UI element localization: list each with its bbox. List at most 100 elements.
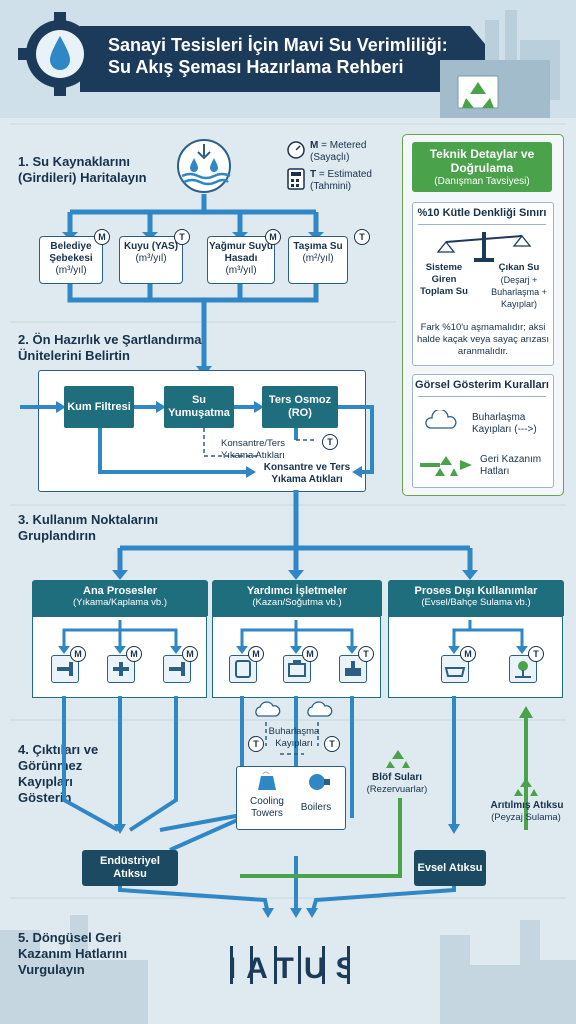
source-name: Kuyu (YAS): [123, 241, 179, 252]
source-flow-lines: [62, 194, 324, 376]
use-branch-lines: [58, 620, 528, 654]
badge-estimated: T: [324, 736, 340, 752]
machine-icon: [283, 655, 311, 683]
badge-metered: M: [248, 646, 264, 662]
badge-estimated: T: [174, 229, 190, 245]
distribution-lines: [112, 490, 478, 580]
title-line-1: Sanayi Tesisleri İçin Mavi Su Verimliliğ…: [108, 35, 448, 55]
cooling-tower-icon: [258, 771, 276, 790]
badge-metered: M: [126, 646, 142, 662]
treated-wastewater-sub: (Peyzaj Sulama): [491, 812, 561, 823]
use-title: Yardımcı İşletmeler: [246, 585, 348, 597]
natus-logo: NATUS: [214, 942, 356, 988]
legend-m-key: M: [310, 140, 319, 151]
source-name: Belediye Şebekesi: [49, 241, 93, 264]
blowdown-label: Blöf Suları: [371, 772, 422, 783]
use-group-header-aux: Yardımcı İşletmeler (Kazan/Soğutma vb.): [212, 580, 382, 616]
visual-rules-card: [412, 374, 554, 488]
mass-balance-card: [412, 202, 554, 366]
source-trucked[interactable]: Taşıma Su (m²/yıl): [288, 236, 348, 284]
legend-t-sub: (Tahmini): [310, 181, 352, 192]
recycle-icon: [514, 778, 538, 796]
calculator-icon: [287, 168, 305, 190]
recycle-icon: [386, 750, 410, 768]
source-rainwater[interactable]: Yağmur Suyu Hasadı (m³/yıl): [207, 236, 275, 284]
page-title: Sanayi Tesisleri İçin Mavi Su Verimliliğ…: [108, 34, 458, 78]
recovery-line-icon: [420, 456, 472, 476]
source-name: Yağmur Suyu Hasadı: [209, 241, 273, 264]
source-unit: (m³/yıl): [135, 253, 167, 264]
recycle-icon: [462, 82, 494, 108]
source-unit: (m²/yıl): [302, 253, 334, 264]
source-unit: (m³/yıl): [225, 265, 257, 276]
softener-box[interactable]: Su Yumuşatma: [164, 386, 234, 428]
badge-estimated: T: [528, 646, 544, 662]
panel-subtitle: (Danışman Tavsiyesi): [434, 176, 530, 187]
gear-droplet-icon: [18, 12, 102, 96]
legend-m-text: = Metered: [318, 140, 367, 151]
use-title: Proses Dışı Kullanımlar: [414, 585, 538, 597]
recovery-rule-label: Geri Kazanım Hatları: [480, 454, 542, 477]
reverse-osmosis-box[interactable]: Ters Osmoz (RO): [262, 386, 338, 428]
water-intake-icon: [177, 139, 231, 193]
visual-rules-title: Görsel Gösterim Kuralları: [415, 379, 549, 391]
inflow-label: Sisteme Giren Toplam Su: [420, 262, 468, 297]
cooling-boiler-box: [236, 766, 346, 830]
cloud-icon: [307, 701, 333, 717]
logo-text: NATUS: [230, 952, 350, 985]
legend-m-sub: (Sayaçlı): [310, 152, 350, 163]
badge-estimated: T: [358, 646, 374, 662]
legend-t-text: = Estimated: [316, 169, 372, 180]
domestic-wastewater-box[interactable]: Evsel Atıksu: [414, 850, 486, 886]
sand-filter-box[interactable]: Kum Filtresi: [64, 386, 134, 428]
mass-balance-title: %10 Kütle Denkliği Sınırı: [417, 207, 547, 219]
use-subtitle: (Kazan/Soğutma vb.): [252, 597, 342, 608]
use-title: Ana Prosesler: [83, 585, 157, 597]
evap-rule-label: Buharlaşma Kayıpları (--->): [472, 412, 537, 435]
scale-icon: [436, 232, 532, 262]
step-4-label: 4. Çıktıları ve Görünmez Kayıpları Göste…: [18, 742, 99, 805]
mass-balance-note: Fark %10'u aşmamalıdır; aksi halde kaçak…: [416, 322, 549, 357]
badge-metered: M: [460, 646, 476, 662]
tank-icon: [229, 655, 257, 683]
step-1-label: 1. Su Kaynaklarını (Girdileri) Haritalay…: [18, 154, 147, 185]
badge-metered: M: [182, 646, 198, 662]
industrial-wastewater-box[interactable]: Endüstriyel Atıksu: [82, 850, 178, 886]
badge-estimated: T: [354, 229, 370, 245]
step-2-label: 2. Ön Hazırlık ve Şartlandırma Üniteleri…: [18, 332, 202, 363]
treated-wastewater-label: Arıtılmış Atıksu: [490, 800, 564, 811]
legend-metered: M = Metered (Sayaçlı): [310, 140, 366, 164]
badge-metered: M: [70, 646, 86, 662]
badge-metered: M: [265, 229, 281, 245]
use-group-header-nonprocess: Proses Dışı Kullanımlar (Evsel/Bahçe Sul…: [388, 580, 564, 616]
step-3-label: 3. Kullanım Noktalarını Gruplandırın: [18, 512, 159, 543]
source-municipal[interactable]: Belediye Şebekesi (m³/yıl): [39, 236, 103, 284]
use-subtitle: (Yıkama/Kaplama vb.): [73, 597, 167, 608]
reject-small-label: Konsantre/Ters Yıkama Atıkları: [221, 438, 285, 461]
legend-t-key: T: [310, 169, 317, 180]
badge-metered: M: [302, 646, 318, 662]
badge-estimated: T: [322, 434, 338, 450]
source-name: Taşıma Su: [293, 241, 343, 252]
cooling-towers-label: Cooling Towers: [250, 796, 284, 819]
bathtub-icon: [441, 655, 469, 683]
source-well[interactable]: Kuyu (YAS) (m³/yıl): [119, 236, 183, 284]
badge-metered: M: [94, 229, 110, 245]
garden-icon: [509, 655, 537, 683]
step-5-label: 5. Döngüsel Geri Kazanım Hatlarını Vurgu…: [18, 930, 128, 977]
panel-title: Teknik Detaylar ve Doğrulama: [429, 147, 535, 175]
reject-big-label: Konsantre ve Ters Yıkama Atıkları: [263, 462, 351, 485]
mass-balance-divider: [418, 224, 546, 225]
outflow-sub: (Deşarj + Buharlaşma + Kayıplar): [491, 275, 547, 309]
treatment-flow-lines: [20, 401, 374, 510]
cloud-icon: [255, 701, 281, 717]
use-group-header-main: Ana Prosesler (Yıkama/Kaplama vb.): [32, 580, 208, 616]
blowdown-sub: (Rezervuarlar): [366, 784, 428, 795]
boiler-icon: [309, 774, 330, 790]
boilers-label: Boilers: [300, 802, 332, 813]
use-subtitle: (Evsel/Bahçe Sulama vb.): [421, 597, 531, 608]
visual-rules-divider: [418, 396, 546, 397]
legend-estimated: T = Estimated (Tahmini): [310, 169, 372, 193]
outflow-label: Çıkan Su: [498, 262, 540, 273]
source-unit: (m³/yıl): [55, 265, 87, 276]
